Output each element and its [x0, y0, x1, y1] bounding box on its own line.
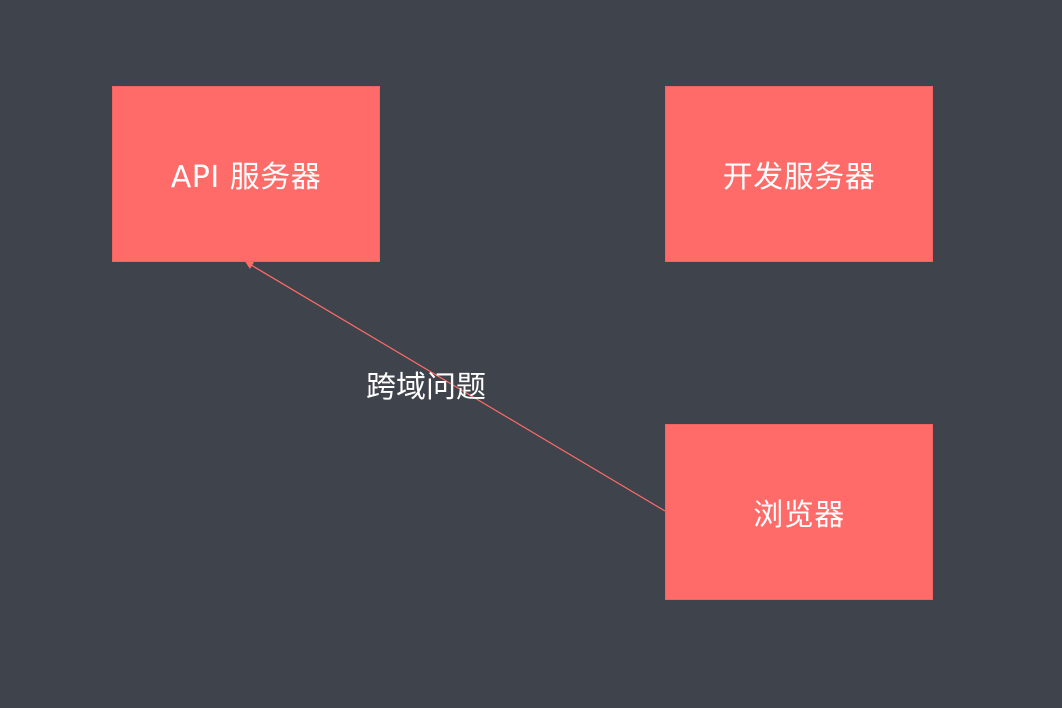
node-browser-label: 浏览器 [753, 498, 845, 533]
node-api-server-label: API 服务器 [170, 160, 322, 195]
edge-label-cors: 跨域问题 [366, 370, 486, 405]
node-dev-server-label: 开发服务器 [722, 160, 876, 195]
node-dev-server: 开发服务器 [665, 86, 933, 262]
node-api-server: API 服务器 [112, 86, 380, 262]
node-browser: 浏览器 [665, 424, 933, 600]
